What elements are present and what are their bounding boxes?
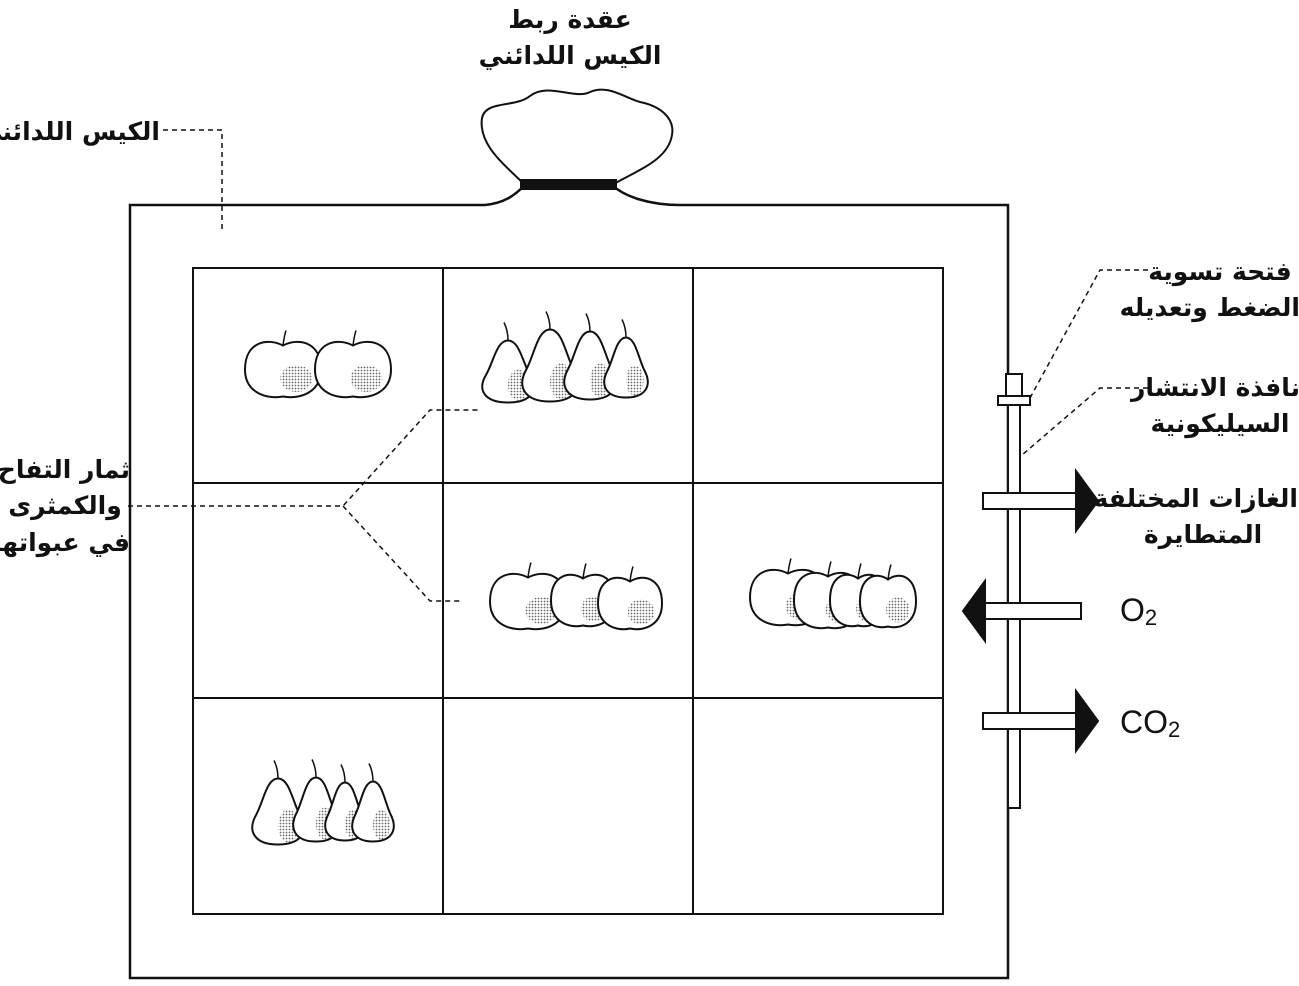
label-pressure-vent-line1: فتحة تسوية <box>1148 257 1292 286</box>
apple <box>243 330 323 399</box>
leader-silicone-window <box>1021 387 1148 456</box>
label-o2: O2 <box>1120 592 1157 631</box>
label-fruits-in-packages: ثمار التفاح والكمثرى في عبواتها <box>0 452 130 561</box>
leader-lines <box>128 129 1148 602</box>
label-o2-main: O <box>1120 592 1145 628</box>
apple <box>488 562 568 631</box>
label-plastic-bag: الكيس اللدائني <box>0 114 160 150</box>
silicone-diffusion-window <box>997 373 1031 809</box>
fruit-group-apples <box>243 330 393 399</box>
label-fruits-line3: في عبواتها <box>0 527 130 557</box>
bag-tie-knot <box>520 179 617 190</box>
fruit-group-pears <box>251 759 395 846</box>
apple <box>858 564 918 629</box>
pear <box>251 760 305 846</box>
package-grid <box>192 267 944 915</box>
leader-fruits <box>128 409 478 602</box>
bag-tie-top <box>480 88 674 186</box>
label-bag-tie-knot-line1: عقدة ربط <box>508 5 632 34</box>
label-silicone-window-line2: السيليكونية <box>1150 409 1290 439</box>
label-silicone-window-line1: نافذة الانتشار <box>1130 373 1299 402</box>
apple <box>596 566 664 631</box>
label-volatile-gases-line1: الغازات المختلفة <box>1093 484 1298 513</box>
label-co2-main: CO <box>1120 704 1168 740</box>
label-pressure-vent-line2: الضغط وتعديله <box>1119 293 1299 323</box>
label-co2: CO2 <box>1120 704 1180 743</box>
label-bag-tie-knot-line2: الكيس اللدائني <box>478 41 662 71</box>
arrow-o2-in <box>961 577 1082 645</box>
pear <box>603 319 649 399</box>
label-volatile-gases: الغازات المختلفة المتطايرة <box>1093 481 1298 554</box>
label-o2-sub: 2 <box>1144 605 1158 630</box>
pear <box>351 763 395 843</box>
arrow-volatile-gases-out <box>982 467 1100 535</box>
label-plastic-bag-text: الكيس اللدائني <box>0 117 160 146</box>
apple <box>313 330 393 399</box>
fruit-layer <box>243 311 918 846</box>
leader-plastic-bag <box>163 129 223 230</box>
fruit-group-pears <box>481 311 649 404</box>
label-silicone-window: نافذة الانتشار السيليكونية <box>1130 370 1299 443</box>
fruit-group-apples <box>748 558 918 630</box>
fruit-group-apples <box>488 562 664 631</box>
leader-pressure-vent <box>1029 269 1148 399</box>
label-volatile-gases-line2: المتطايرة <box>1143 520 1263 550</box>
label-pressure-vent: فتحة تسوية الضغط وتعديله <box>1119 254 1299 327</box>
arrow-co2-out <box>982 687 1100 755</box>
label-co2-sub: 2 <box>1168 717 1181 742</box>
label-fruits-line1: ثمار التفاح <box>0 455 130 484</box>
label-fruits-line2: والكمثرى <box>8 491 122 521</box>
label-bag-tie-knot: عقدة ربط الكيس اللدائني <box>470 2 670 75</box>
